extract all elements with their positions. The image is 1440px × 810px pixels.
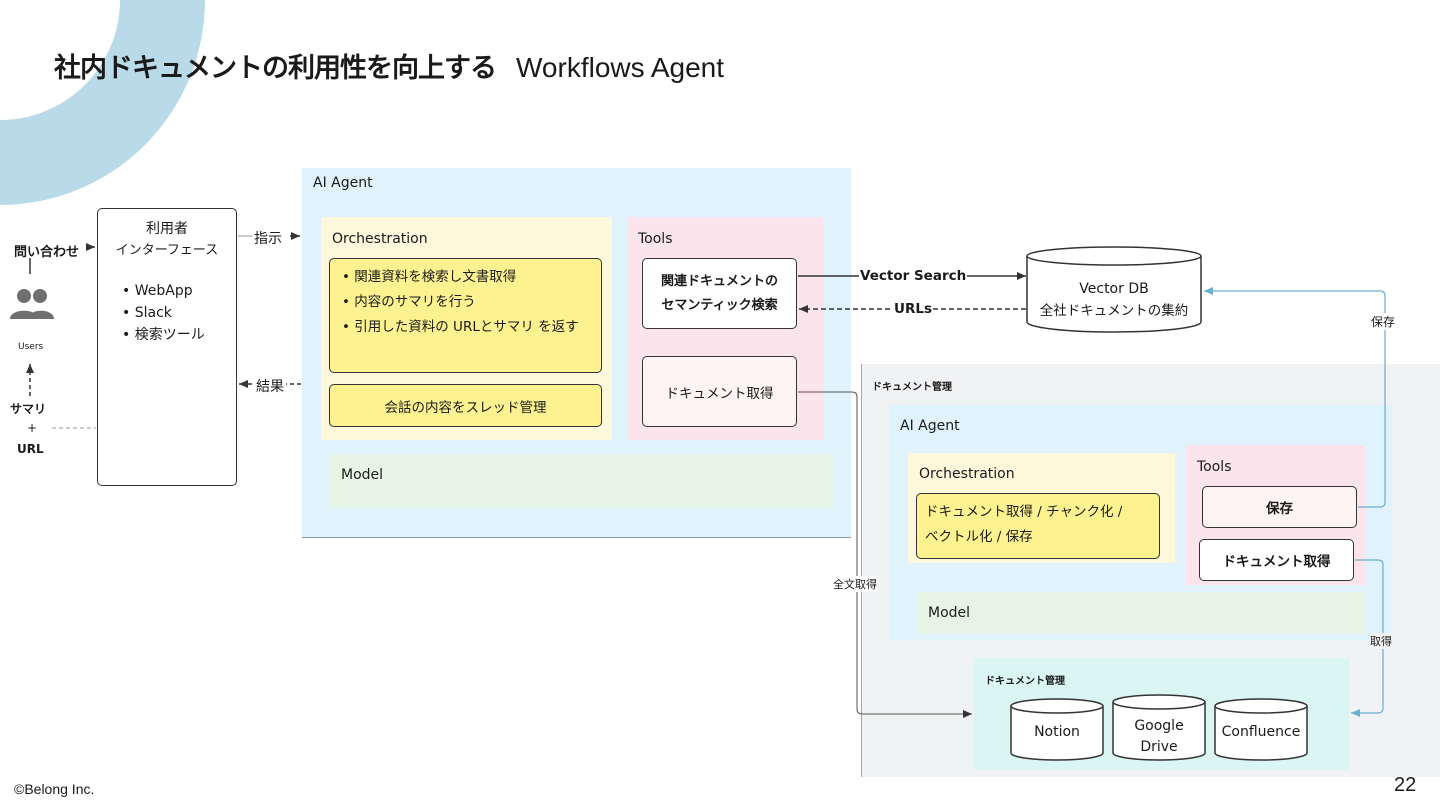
summary-label: サマリ: [10, 402, 47, 416]
orchestration-step: • 関連資料を検索し文書取得: [342, 269, 517, 285]
doc-fetch-tool: ドキュメント取得: [1199, 539, 1354, 581]
url-label: URL: [17, 442, 44, 456]
orchestration-title: Orchestration: [332, 231, 428, 247]
edge-label-urls: URLs: [893, 301, 933, 317]
user-interface-box: 利用者 インターフェース • WebApp • Slack • 検索ツール: [97, 208, 237, 486]
model-panel: [330, 454, 834, 508]
semantic-search-tool: 関連ドキュメントの セマンティック検索: [642, 258, 797, 329]
edge-label-instruct: 指示: [254, 231, 282, 247]
doc-orchestration-line2: ベクトル化 / 保存: [925, 529, 1033, 545]
thread-management-box: 会話の内容をスレッド管理: [329, 384, 602, 427]
edge-label-vector-search: Vector Search: [859, 268, 968, 284]
doc-model-label: Model: [928, 605, 971, 621]
orchestration-steps-box: • 関連資料を検索し文書取得 • 内容のサマリを行う • 引用した資料の URL…: [329, 258, 602, 373]
gdrive-line2: Drive: [1140, 739, 1178, 755]
notion-cylinder: [1010, 698, 1104, 761]
ui-title-line2: インターフェース: [115, 243, 219, 258]
ui-title-line1: 利用者: [146, 221, 188, 237]
doc-agent-title: AI Agent: [900, 418, 960, 434]
ui-item: • Slack: [122, 305, 172, 321]
ui-item: • 検索ツール: [122, 327, 205, 343]
decorative-arc: [0, 0, 205, 205]
doc-tools-title: Tools: [1197, 459, 1232, 475]
vector-db-label: Vector DB 全社ドキュメントの集約: [1026, 280, 1202, 321]
edge-label-full-text: 全文取得: [833, 576, 877, 592]
semantic-search-line1: 関連ドキュメントの: [660, 273, 778, 289]
edge-label-result: 結果: [256, 379, 284, 395]
edge-label-save: 保存: [1371, 313, 1396, 330]
doc-orchestration-line1: ドキュメント取得 / チャンク化 /: [925, 504, 1123, 520]
plus-label: +: [27, 421, 38, 435]
ui-item: • WebApp: [122, 283, 193, 299]
page-number: 22: [1394, 774, 1417, 796]
copyright: ©Belong Inc.: [14, 781, 95, 797]
orchestration-step: • 引用した資料の URLとサマリ を返す: [342, 319, 579, 335]
inquiry-label: 問い合わせ: [14, 245, 80, 260]
semantic-search-line2: セマンティック検索: [661, 297, 778, 313]
vector-db-desc: 全社ドキュメントの集約: [1039, 303, 1189, 319]
title-subtitle: Workflows Agent: [516, 52, 725, 83]
users-label: Users: [18, 342, 44, 352]
tools-title: Tools: [638, 231, 673, 247]
notion-label: Notion: [1034, 724, 1080, 740]
fetch-document-tool: ドキュメント取得: [642, 356, 797, 427]
gdrive-cylinder: [1112, 694, 1206, 761]
page-title: 社内ドキュメントの利用性を向上する Workflows Agent: [54, 46, 724, 85]
users-icon: [8, 286, 56, 326]
gdrive-line1: Google: [1134, 718, 1184, 734]
doc-orchestration-title: Orchestration: [919, 466, 1015, 482]
vector-db-name: Vector DB: [1079, 281, 1149, 297]
confluence-cylinder: [1214, 698, 1308, 761]
doc-mgmt-title: ドキュメント管理: [872, 382, 952, 393]
doc-model-panel: [917, 592, 1365, 634]
model-label: Model: [341, 467, 384, 483]
confluence-label: Confluence: [1221, 724, 1301, 740]
sources-title: ドキュメント管理: [985, 676, 1065, 687]
orchestration-step: • 内容のサマリを行う: [342, 294, 476, 310]
edge-label-fetch: 取得: [1370, 633, 1392, 649]
gdrive-label: Google Drive: [1112, 716, 1206, 758]
doc-orchestration-box: ドキュメント取得 / チャンク化 / ベクトル化 / 保存: [916, 493, 1160, 559]
save-tool: 保存: [1202, 486, 1357, 528]
vector-db-cylinder: [1026, 246, 1202, 333]
title-main: 社内ドキュメントの利用性を向上する: [54, 53, 497, 84]
agent-top-title: AI Agent: [313, 175, 373, 191]
